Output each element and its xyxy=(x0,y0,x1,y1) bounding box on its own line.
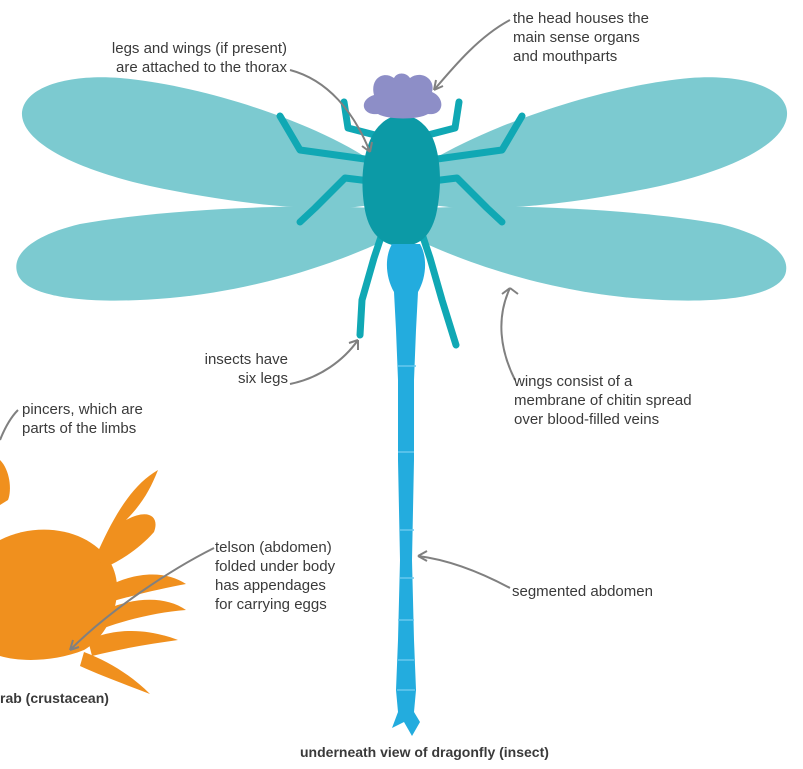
crab-caption: rab (crustacean) xyxy=(0,690,109,706)
head-annotation-line-1: the head houses the xyxy=(513,9,649,28)
right-forewing xyxy=(432,77,787,208)
right-hindwing xyxy=(414,207,786,301)
thorax-annotation-line-2: are attached to the thorax xyxy=(85,58,287,77)
dragonfly-caption: underneath view of dragonfly (insect) xyxy=(300,744,549,760)
crab-illustration xyxy=(0,460,186,694)
telson-annotation-line-3: has appendages xyxy=(215,576,335,595)
dragonfly-abdomen xyxy=(387,244,425,736)
legs-annotation: insects have six legs xyxy=(188,350,288,388)
wings-annotation: wings consist of a membrane of chitin sp… xyxy=(514,372,692,429)
dragonfly-head xyxy=(364,74,442,119)
abdomen-annotation-line-1: segmented abdomen xyxy=(512,582,653,601)
head-annotation-line-2: main sense organs xyxy=(513,28,649,47)
thorax-annotation: legs and wings (if present) are attached… xyxy=(85,39,287,77)
wings-annotation-line-3: over blood-filled veins xyxy=(514,410,692,429)
abdomen-annotation: segmented abdomen xyxy=(512,582,653,601)
dragonfly-thorax xyxy=(362,115,440,246)
wings-annotation-line-1: wings consist of a xyxy=(514,372,692,391)
left-forewing xyxy=(22,77,370,208)
pincers-annotation-line-1: pincers, which are xyxy=(22,400,143,419)
wings-annotation-line-2: membrane of chitin spread xyxy=(514,391,692,410)
thorax-annotation-line-1: legs and wings (if present) xyxy=(85,39,287,58)
head-annotation: the head houses the main sense organs an… xyxy=(513,9,649,66)
telson-annotation: telson (abdomen) folded under body has a… xyxy=(215,538,335,614)
left-hindwing xyxy=(16,207,390,301)
legs-annotation-line-1: insects have xyxy=(188,350,288,369)
legs-annotation-line-2: six legs xyxy=(188,369,288,388)
telson-annotation-line-1: telson (abdomen) xyxy=(215,538,335,557)
telson-annotation-line-4: for carrying eggs xyxy=(215,595,335,614)
telson-annotation-line-2: folded under body xyxy=(215,557,335,576)
pincers-annotation-line-2: parts of the limbs xyxy=(22,419,143,438)
head-annotation-line-3: and mouthparts xyxy=(513,47,649,66)
pincers-annotation: pincers, which are parts of the limbs xyxy=(22,400,143,438)
